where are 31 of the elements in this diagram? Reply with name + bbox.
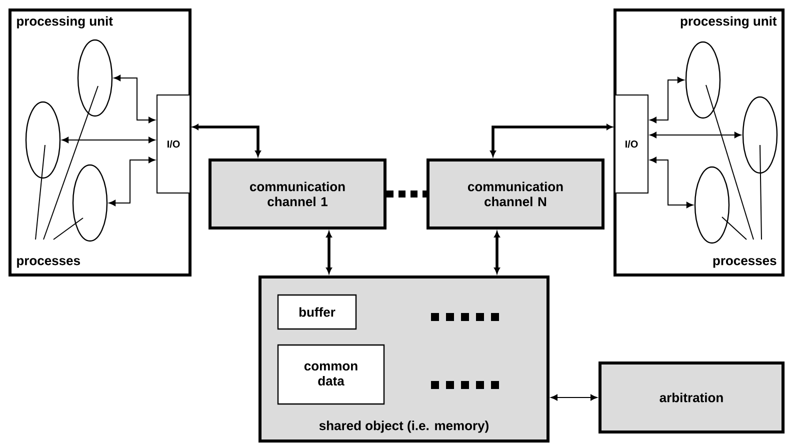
arrow: [62, 136, 156, 144]
leader-line: [53, 218, 84, 240]
io-box: I/O: [156, 94, 190, 194]
leader-line: [35, 144, 46, 240]
arrow: [108, 156, 156, 206]
io-box: I/O: [614, 94, 648, 194]
data-box: common data: [277, 344, 385, 405]
leader-line: [722, 216, 747, 240]
process-ellipse: [694, 166, 730, 244]
process-ellipse: [72, 164, 108, 242]
process-box: communication channel 1: [208, 158, 386, 230]
process-ellipse: [25, 101, 61, 179]
process-box: arbitration: [598, 362, 784, 434]
arrow: [650, 76, 684, 124]
process-box: communication channel N: [426, 158, 604, 230]
process-ellipse: [77, 39, 113, 117]
arrow: [650, 156, 694, 208]
arrow: [494, 232, 500, 274]
arrow: [114, 74, 156, 124]
arrow: [650, 132, 742, 138]
arrow: [550, 394, 598, 401]
leader-line: [760, 144, 762, 240]
data-box: buffer: [277, 294, 357, 330]
process-ellipse: [742, 96, 778, 174]
arrow: [490, 124, 612, 156]
arrow: [326, 232, 332, 274]
leader-line: [43, 86, 98, 240]
leader-line: [706, 84, 754, 240]
arrow: [192, 124, 261, 156]
process-ellipse: [685, 41, 721, 119]
dotted-connector: [386, 190, 426, 198]
